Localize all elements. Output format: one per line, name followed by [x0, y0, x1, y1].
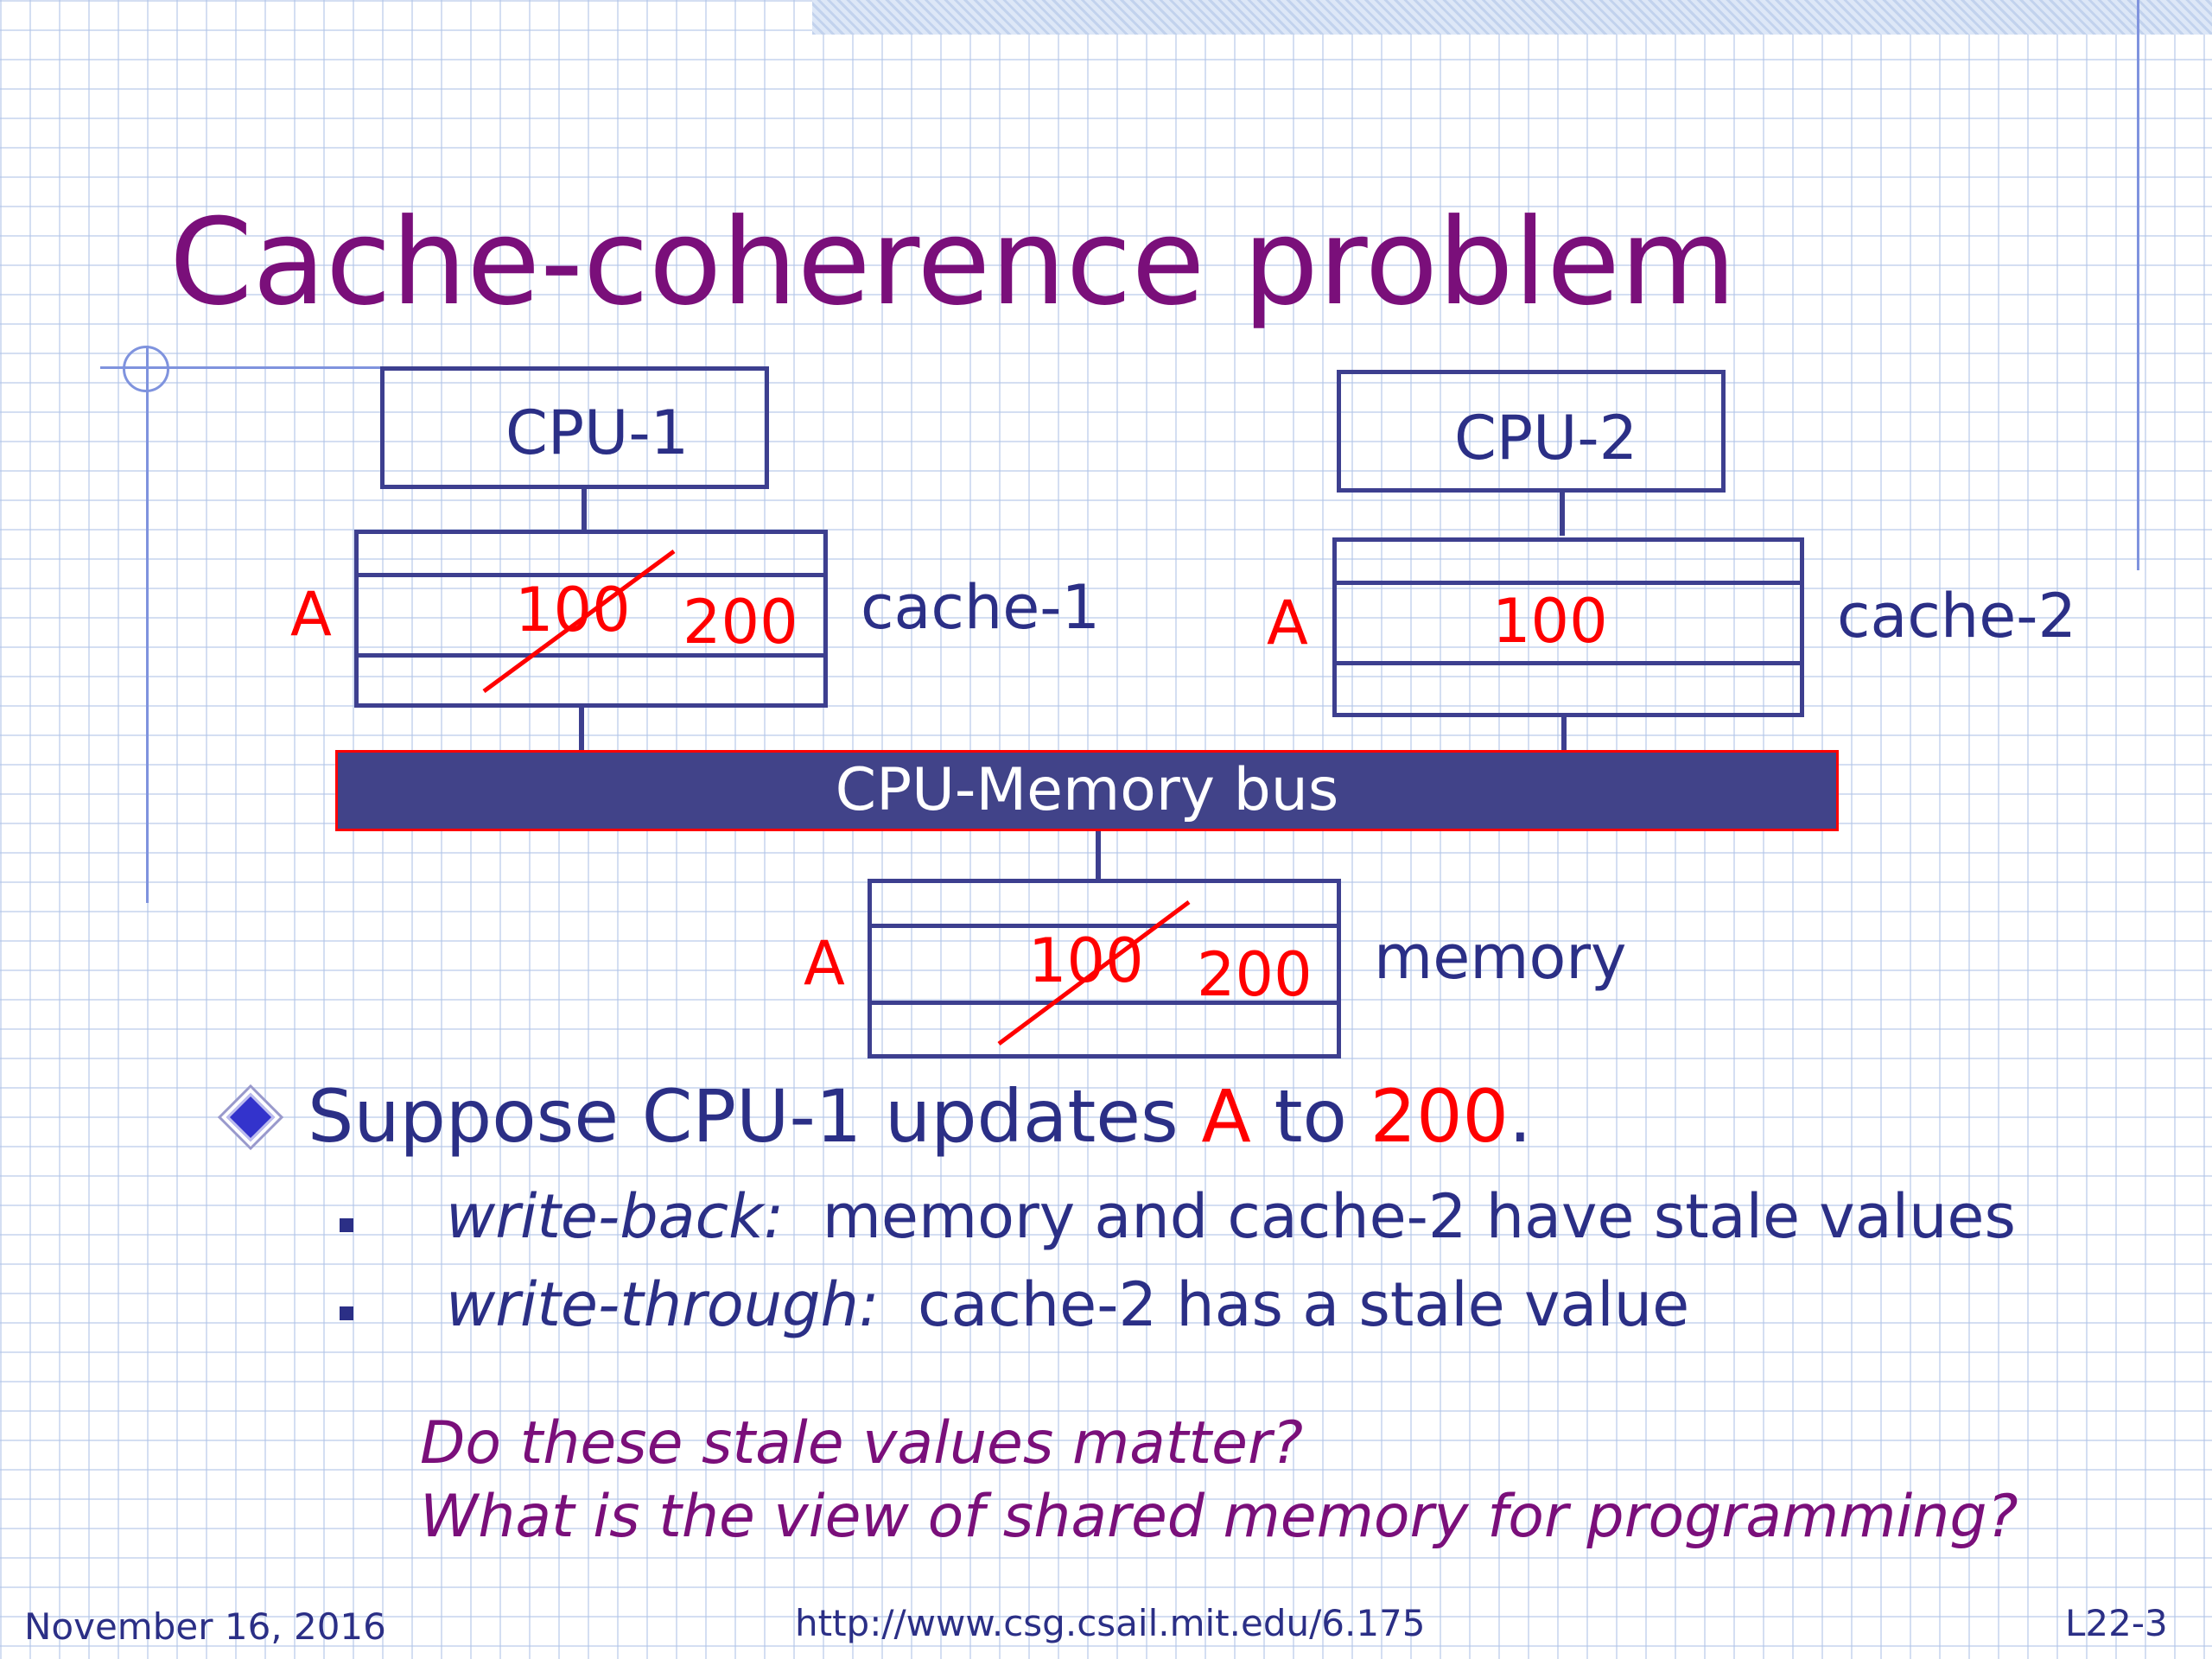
cache1-row-label: A [290, 579, 332, 650]
write-through-term: write-through: [446, 1269, 880, 1340]
memory-row-label: A [804, 928, 845, 999]
main-bullet-text: Suppose CPU-1 updates A to 200. [308, 1074, 1532, 1159]
cache1-row-divider-top [354, 573, 828, 577]
cache1-strike-icon [482, 549, 676, 694]
cache2-bus-connector [1561, 717, 1567, 752]
footer-url[interactable]: http://www.csg.csail.mit.edu/6.175 [795, 1602, 1426, 1644]
footer-page-number: L22-3 [2065, 1602, 2168, 1644]
bus-memory-connector [1096, 831, 1101, 879]
cpu1-label: CPU-1 [505, 397, 690, 468]
memory-label: memory [1374, 922, 1627, 993]
cpu1-cache1-connector [582, 489, 587, 531]
template-right-line [2137, 0, 2139, 570]
cache1-label: cache-1 [861, 572, 1101, 643]
diamond-bullet-icon [226, 1092, 276, 1142]
cpu2-box [1337, 370, 1726, 493]
question-1: Do these stale values matter? [420, 1409, 1304, 1478]
sub-bullet-icon [340, 1218, 353, 1232]
cache2-label: cache-2 [1837, 581, 2077, 652]
template-left-line [146, 346, 149, 903]
cache2-row-label: A [1267, 588, 1308, 658]
memory-strike-icon [997, 899, 1191, 1046]
slide-title: Cache-coherence problem [169, 193, 1737, 332]
question-2: What is the view of shared memory for pr… [420, 1483, 2018, 1551]
cpu2-cache2-connector [1560, 493, 1565, 536]
write-back-text: memory and cache-2 have stale values [822, 1181, 2016, 1252]
memory-box [868, 879, 1341, 1058]
crosshair-icon [123, 346, 169, 392]
cache1-old-value: 100 [515, 575, 631, 645]
cache1-box [354, 530, 828, 708]
cache2-row-divider-bottom [1332, 661, 1804, 665]
cache2-value: 100 [1492, 586, 1608, 657]
footer-date: November 16, 2016 [24, 1605, 386, 1648]
sub-bullet-write-back: write-back: memory and cache-2 have stal… [446, 1186, 2016, 1247]
cpu1-box [380, 366, 769, 489]
template-title-underline [100, 366, 394, 369]
cache2-row-divider-top [1332, 581, 1804, 585]
sub-bullet-write-through: write-through: cache-2 has a stale value [446, 1274, 1689, 1335]
write-back-term: write-back: [446, 1181, 785, 1252]
cache1-row-divider-bottom [354, 653, 828, 658]
header-band [812, 0, 2212, 35]
cpu-memory-bus: CPU-Memory bus [335, 750, 1839, 831]
cache1-new-value: 200 [683, 587, 798, 658]
memory-new-value: 200 [1197, 939, 1313, 1010]
sub-bullet-icon [340, 1306, 353, 1320]
memory-row-divider-top [868, 924, 1341, 928]
cache1-bus-connector [579, 708, 584, 751]
cpu2-label: CPU-2 [1454, 403, 1638, 474]
memory-row-divider-bottom [868, 1001, 1341, 1005]
cache2-box [1332, 537, 1804, 717]
write-through-text: cache-2 has a stale value [917, 1269, 1690, 1340]
